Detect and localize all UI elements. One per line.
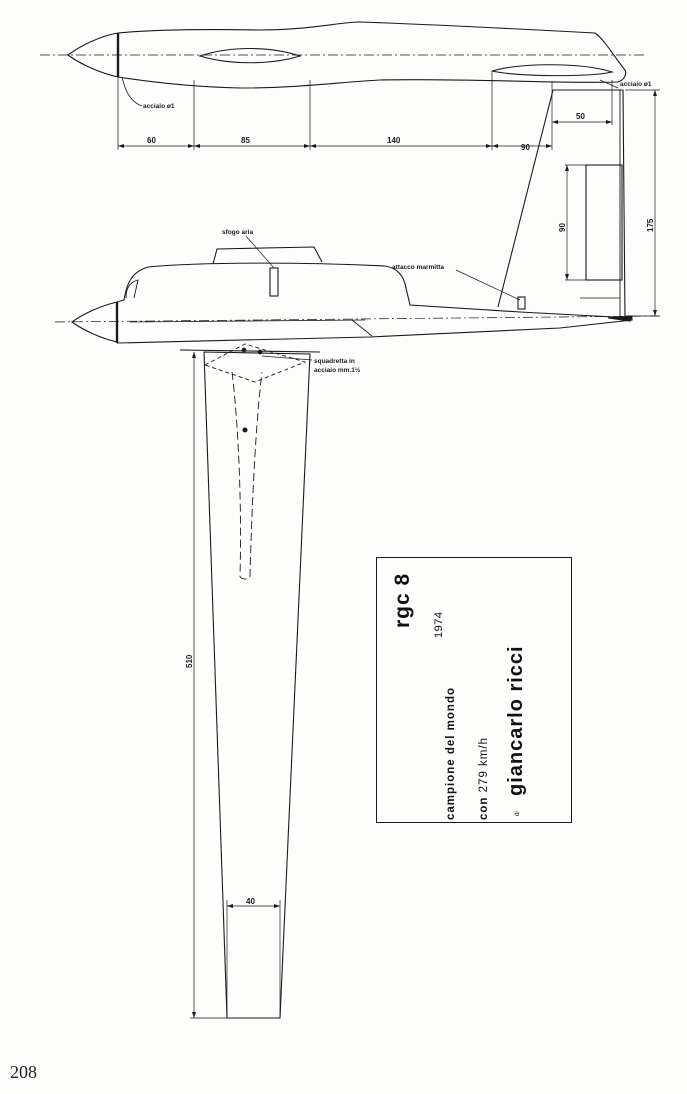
bracket-bolt <box>241 347 247 353</box>
fin-window <box>585 164 623 281</box>
author-prefix: di <box>515 811 521 816</box>
label-bracket-line1: squadretta in <box>314 358 355 365</box>
label-steel-tail: acciaio ø1 <box>620 81 652 88</box>
dim-mid-140: 140 <box>387 136 401 145</box>
top-view-steel-leader-nose <box>121 76 143 107</box>
side-view-wing-root <box>351 319 373 337</box>
top-view-spinner <box>67 32 119 78</box>
side-view-spinner <box>71 301 118 343</box>
side-view-canopy <box>212 246 323 265</box>
model-name: rgc 8 <box>391 572 414 628</box>
page-number: 208 <box>10 1062 37 1082</box>
dim-fin-window-90: 90 <box>558 223 567 232</box>
bracket-leader <box>261 355 313 361</box>
speed-value: 279 km/h <box>478 737 490 793</box>
dim-tail-90: 90 <box>521 143 530 152</box>
dim-tip-chord-40: 40 <box>246 897 255 906</box>
dim-canopy-85: 85 <box>241 136 250 145</box>
wing-outline <box>203 351 311 1019</box>
air-vent-outlet <box>269 267 279 297</box>
dim-nose-60: 60 <box>147 136 156 145</box>
label-air-vent: sfogo aria <box>222 229 253 236</box>
tail-skid <box>607 315 633 322</box>
label-muffler-mount: attacco marmitta <box>392 264 444 271</box>
record-speed: con 279 km/h <box>478 737 490 820</box>
championship-title: campione del mondo <box>445 686 457 820</box>
dim-stab-50: 50 <box>576 112 585 121</box>
side-view-fuselage-outline <box>116 262 633 344</box>
championship-year: 1974 <box>433 611 445 638</box>
side-view-cowl-intake <box>125 279 139 299</box>
muffler-mount-leader <box>455 269 521 301</box>
top-view-steel-leader-tail <box>599 79 619 89</box>
side-view-centerline <box>54 315 661 323</box>
author-name: giancarlo ricci <box>505 645 527 796</box>
label-steel-nose: acciaio ø1 <box>143 103 175 110</box>
top-view-canopy <box>198 48 302 64</box>
air-vent-leader <box>245 235 275 269</box>
top-view-fuselage-outline <box>117 21 627 89</box>
vertical-fin <box>497 89 626 320</box>
dim-fin-height-175: 175 <box>646 218 655 232</box>
bellcrank-bracket <box>203 343 307 383</box>
side-view <box>54 89 661 344</box>
dim-wing-span-510: 510 <box>185 654 194 668</box>
bracket-bolt <box>257 349 263 355</box>
label-bracket-line2: acciaio mm.1½ <box>314 366 361 374</box>
wing-root-edge <box>179 349 321 353</box>
bellcrank-pivot <box>242 427 248 433</box>
wing-plan <box>179 343 321 1019</box>
control-line-guide <box>231 371 263 580</box>
speed-prefix: con <box>478 796 490 820</box>
top-view-dimension-line <box>118 121 612 147</box>
muffler-mount <box>517 296 526 310</box>
top-view-stabilizer <box>491 64 615 77</box>
top-view <box>40 21 645 150</box>
title-block: rgc 8 campione del mondo 1974 con 279 km… <box>376 557 572 823</box>
side-view-wing-root-line <box>129 319 366 323</box>
